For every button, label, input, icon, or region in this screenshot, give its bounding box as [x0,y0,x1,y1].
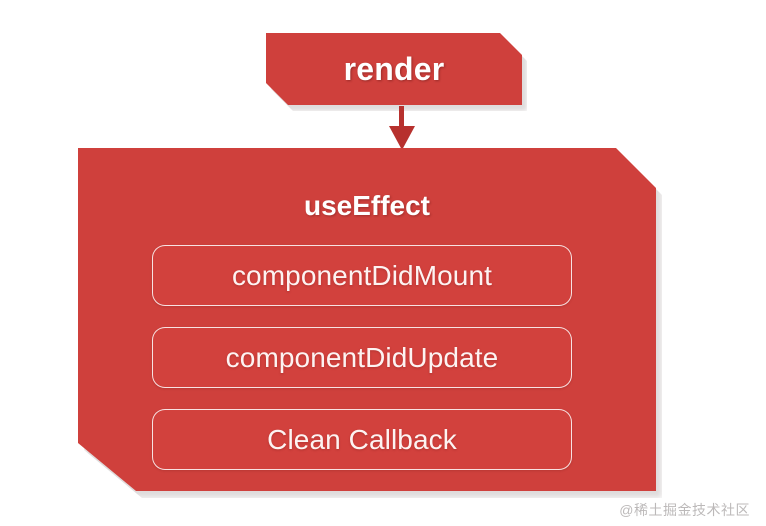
useeffect-item-label: Clean Callback [267,423,457,455]
arrow-head [389,126,415,150]
arrow-down-icon [386,106,418,150]
arrow-stem [399,106,404,128]
watermark: @稀土掘金技术社区 [619,502,750,518]
useeffect-item-component-did-update: componentDidUpdate [152,327,572,388]
useeffect-item-label: componentDidMount [231,259,493,291]
render-node-label: render [343,50,445,87]
useeffect-item-clean-callback: Clean Callback [152,409,572,470]
useeffect-item-label: componentDidUpdate [225,341,499,373]
render-node-body: render [266,33,522,105]
useeffect-item-list: componentDidMount componentDidUpdate Cle… [152,245,572,470]
useeffect-item-component-did-mount: componentDidMount [152,245,572,306]
useeffect-panel-title: useEffect [303,190,431,221]
render-node: render [266,33,522,105]
useeffect-panel: useEffect componentDidMount componentDid… [78,148,656,491]
